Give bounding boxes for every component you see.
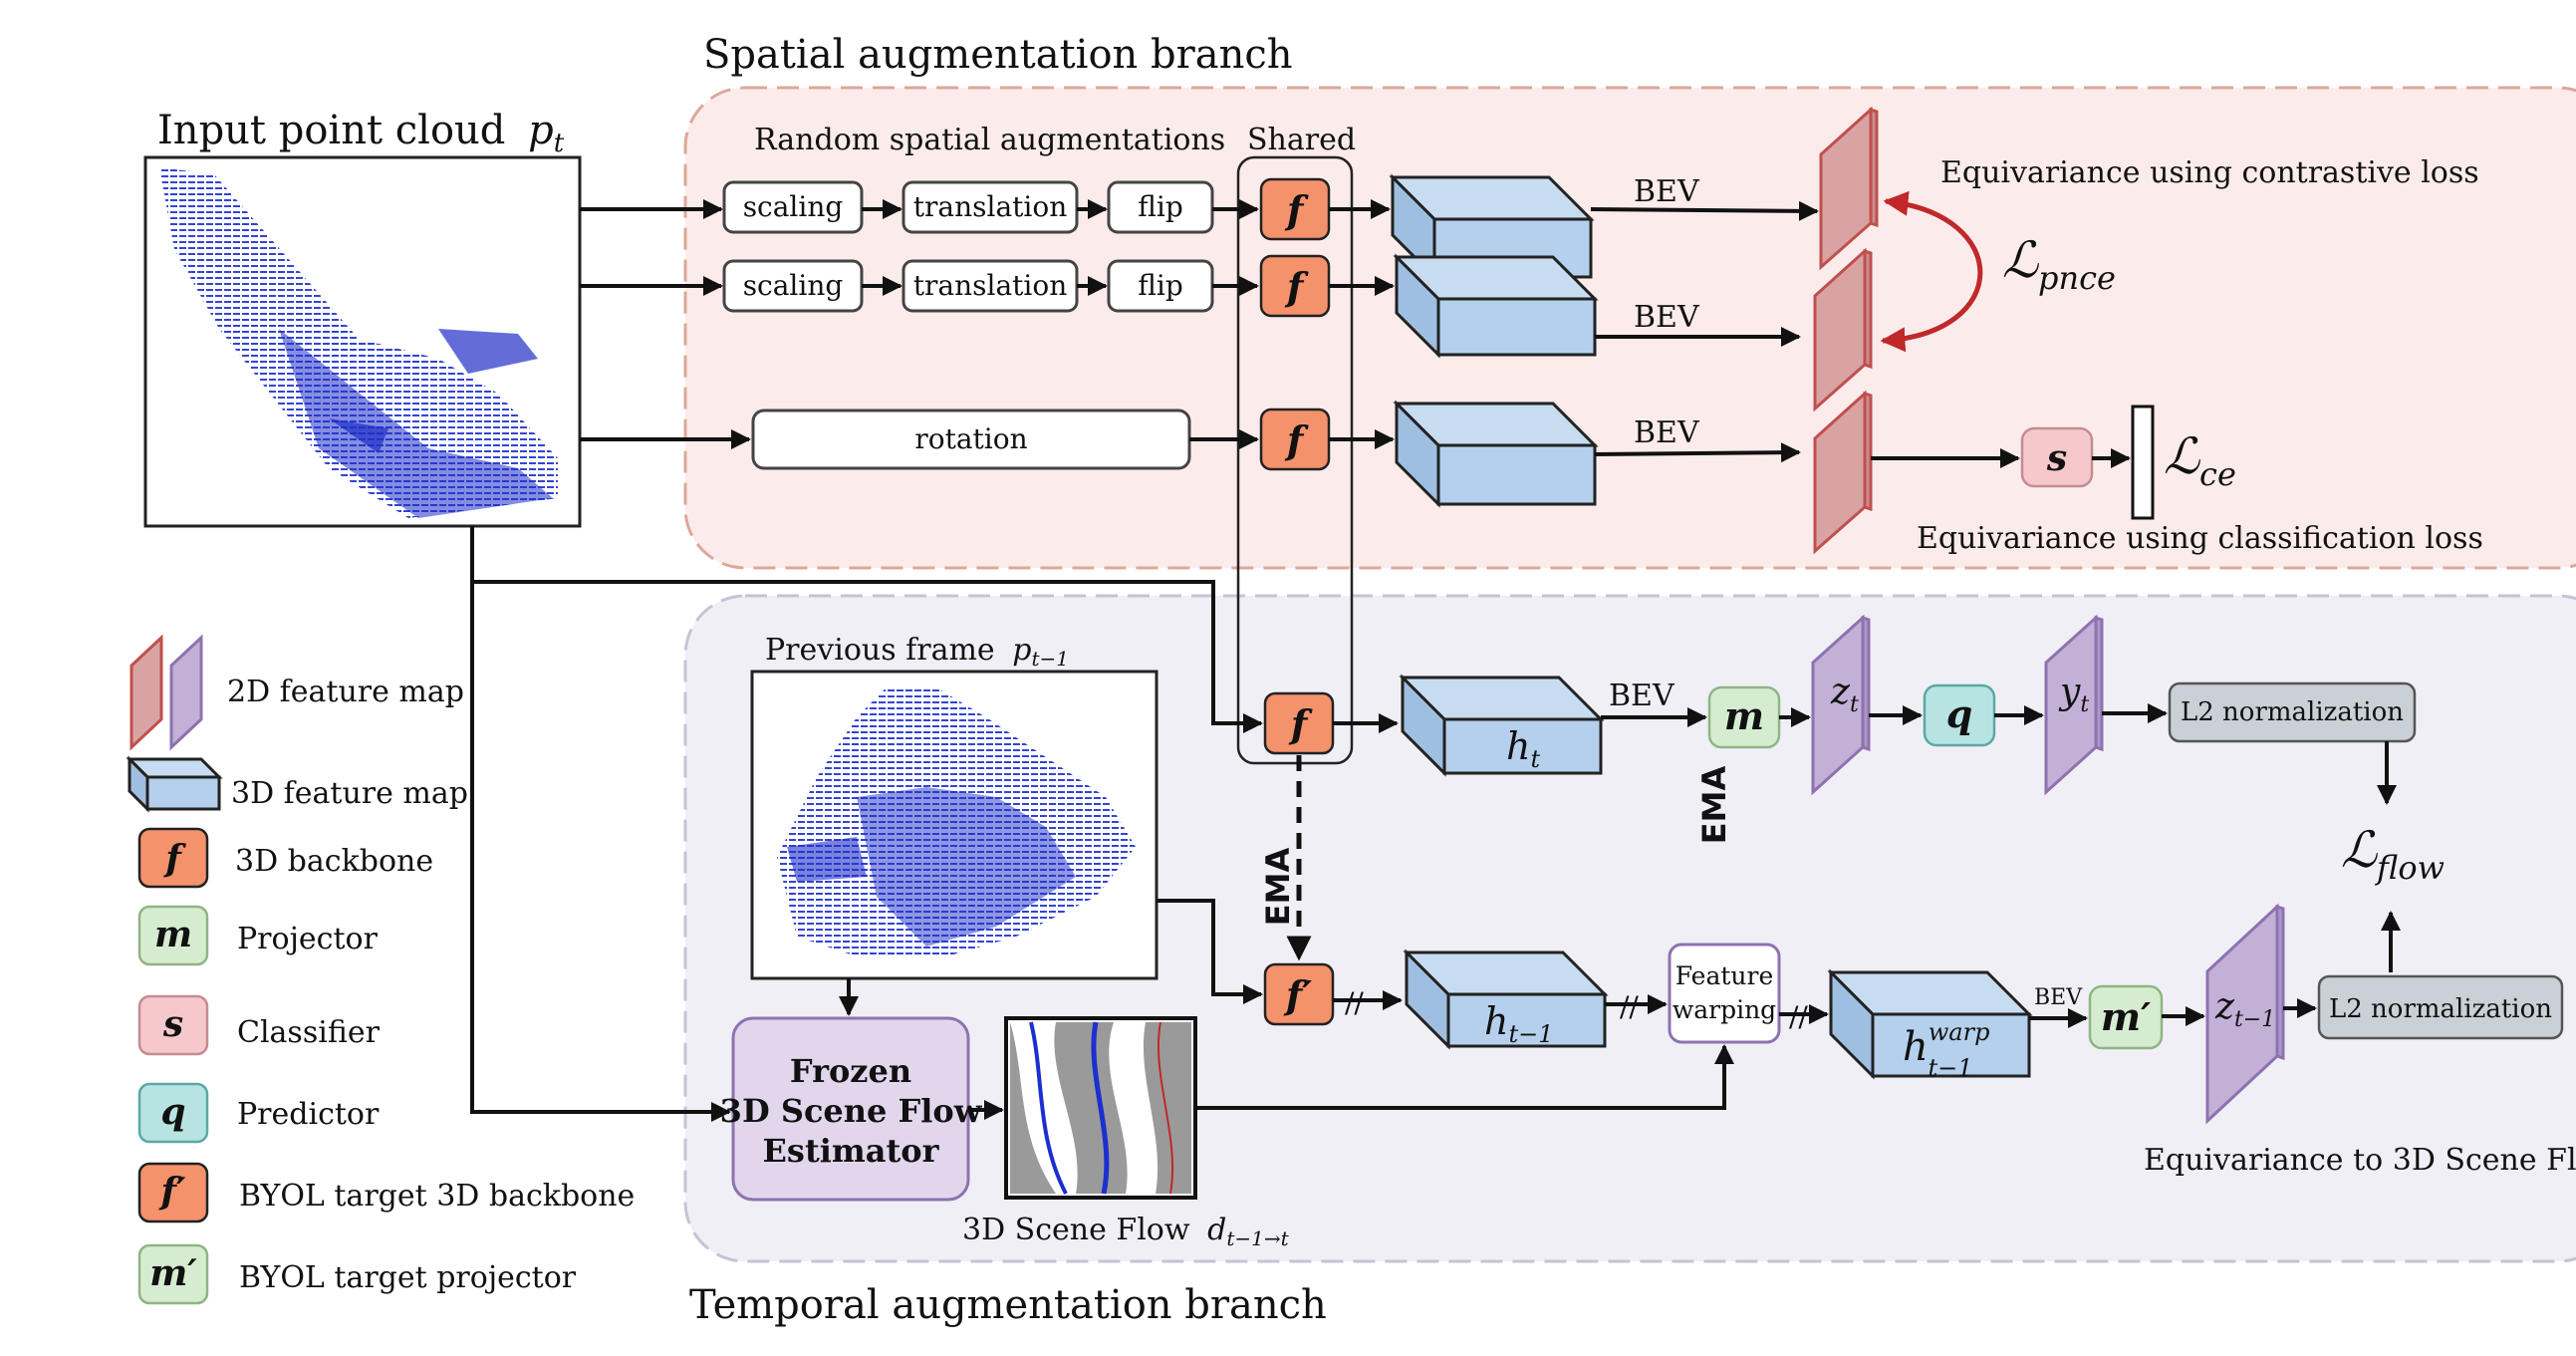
z-t-minus-1-label: zt−1 <box>2214 986 2275 1032</box>
l2-norm-top-label: L2 normalization <box>2181 697 2404 727</box>
backbone-f-prime <box>1263 962 1335 1026</box>
fmap-spatial-1 <box>1819 106 1879 271</box>
previous-frame-title: Previous frame pt−1 <box>765 633 1069 671</box>
predictor-q-label: q <box>1946 691 1973 736</box>
frozen-line3: Estimator <box>763 1132 940 1170</box>
frozen-line1: Frozen <box>790 1052 911 1090</box>
feature-warping-line1: Feature <box>1675 961 1774 990</box>
legend-classifier-icon <box>137 994 209 1056</box>
stopgrad-mark-1: // <box>1345 986 1364 1019</box>
legend-backbone-icon <box>137 827 209 889</box>
h-t-minus-1-label: ht−1 <box>1484 999 1554 1048</box>
contrastive-arrow <box>1880 190 1983 353</box>
legend-label-fmap: 2D feature map <box>227 675 464 709</box>
bev-label-3: BEV <box>1634 415 1700 450</box>
loss-ce: ℒce <box>2164 427 2236 493</box>
bev-label-2: BEV <box>1634 300 1700 335</box>
random-aug-label: Random spatial augmentations <box>754 123 1225 157</box>
shared-label: Shared <box>1247 123 1356 157</box>
legend-label-predictor: Predictor <box>237 1097 380 1132</box>
l2-norm-bottom <box>2317 974 2564 1040</box>
legend-target-projector-icon <box>137 1243 209 1305</box>
legend-target-backbone-icon <box>137 1162 209 1223</box>
aug-label-scaling-2: scaling <box>743 269 844 302</box>
legend-fmap-icon <box>129 634 203 751</box>
stopgrad-mark-3: // <box>1789 1000 1808 1033</box>
feature-warping-line2: warping <box>1673 995 1776 1024</box>
loss-flow: ℒflow <box>2341 821 2445 887</box>
aug-label-rotation: rotation <box>914 422 1027 455</box>
y-t-label: yt <box>2058 672 2089 717</box>
aug-label-translation-1: translation <box>913 190 1067 223</box>
cube-h-t-minus-1 <box>1403 949 1609 1050</box>
aug-label-flip-1: flip <box>1138 190 1183 223</box>
input-cloud-title: Input point cloud pt <box>157 108 565 158</box>
legend-classifier-symbol: s <box>162 1003 183 1045</box>
legend-target-backbone-symbol: f′ <box>158 1171 186 1213</box>
classification-label: Equivariance using classification loss <box>1917 521 2483 556</box>
equivariance-flow-label: Equivariance to 3D Scene Flow <box>2144 1143 2576 1178</box>
legend-projector-icon <box>137 905 209 966</box>
contrastive-label: Equivariance using contrastive loss <box>1940 155 2479 190</box>
legend-label-target-projector: BYOL target projector <box>239 1260 577 1295</box>
legend-target-projector-symbol: m′ <box>149 1252 197 1294</box>
backbone-f-prime-label: f′ <box>1283 972 1312 1017</box>
aug-label-translation-2: translation <box>913 269 1067 302</box>
classifier-s-label: s <box>2046 437 2067 479</box>
projector-m-label: m <box>1724 693 1764 738</box>
frozen-line2: 3D Scene Flow <box>720 1092 983 1130</box>
bev-label-1: BEV <box>1634 174 1700 209</box>
fmap-z-t <box>1811 614 1871 796</box>
legend-cube-icon <box>126 755 223 813</box>
scene-flow-label: 3D Scene Flow dt−1→t <box>962 1213 1290 1250</box>
spatial-branch-title: Spatial augmentation branch <box>703 32 1293 78</box>
cube-h-warp <box>1827 968 2033 1080</box>
feature-warping-box <box>1668 943 1781 1044</box>
fmap-z-t-minus-1 <box>2205 903 2285 1125</box>
previous-point-cloud-image <box>777 687 1136 956</box>
ema-label-projector: EMA <box>1695 766 1733 845</box>
classification-output-bar <box>2131 405 2155 520</box>
input-point-cloud-image <box>159 167 558 518</box>
stopgrad-mark-2: // <box>1620 990 1639 1023</box>
shared-backbone-container <box>1236 155 1354 765</box>
bev-label-temporal: BEV <box>1609 678 1675 713</box>
legend-label-classifier: Classifier <box>237 1015 381 1050</box>
aug-label-scaling-1: scaling <box>743 190 844 223</box>
legend-projector-symbol: m <box>154 914 192 955</box>
fmap-y-t <box>2044 614 2104 796</box>
projector-m-prime-label: m′ <box>2101 994 2151 1039</box>
legend-label-backbone: 3D backbone <box>235 844 433 879</box>
legend-predictor-icon <box>137 1082 209 1144</box>
z-t-label: zt <box>1830 672 1859 717</box>
legend-label-projector: Projector <box>237 922 379 956</box>
legend-label-cube: 3D feature map <box>231 776 468 811</box>
legend-predictor-symbol: q <box>160 1091 185 1133</box>
aug-label-flip-2: flip <box>1138 269 1183 302</box>
legend-label-target-backbone: BYOL target 3D backbone <box>239 1179 635 1214</box>
l2-norm-top <box>2168 681 2417 743</box>
scene-flow-image <box>1004 1016 1197 1200</box>
l2-norm-bottom-label: L2 normalization <box>2329 994 2552 1024</box>
fmap-spatial-3 <box>1813 390 1873 555</box>
bev-label-warp: BEV <box>2034 985 2083 1010</box>
loss-pnce: ℒpnce <box>2002 231 2116 297</box>
h-t-label: ht <box>1506 724 1540 773</box>
temporal-branch-title: Temporal augmentation branch <box>689 1282 1327 1328</box>
cube-spatial-2 <box>1393 253 1599 359</box>
ema-label-vertical: EMA <box>1259 848 1297 927</box>
cube-h-t <box>1399 674 1605 777</box>
legend: 2D feature map 3D feature map f 3D backb… <box>126 634 635 1305</box>
fmap-spatial-2 <box>1813 247 1873 412</box>
cube-spatial-3 <box>1393 400 1599 508</box>
